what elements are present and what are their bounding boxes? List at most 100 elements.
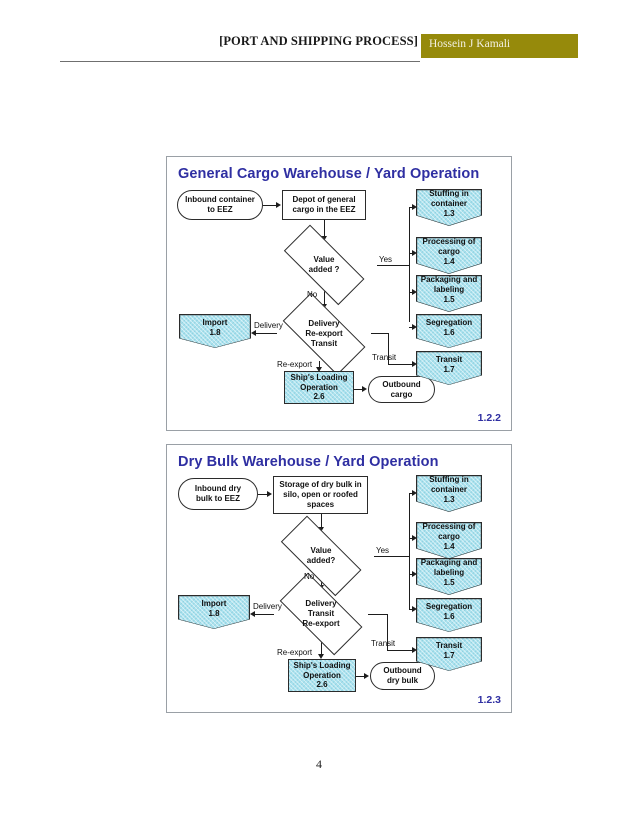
arrowhead xyxy=(412,535,417,541)
node-line: Outbound xyxy=(383,666,422,676)
node-line: Operation xyxy=(300,382,338,392)
connector-yes-to-stuffing xyxy=(409,207,414,209)
node-ships-loading-operation: Ship's Loading Operation 2.6 xyxy=(288,659,356,692)
node-stuffing-in-container: Stuffing in container 1.3 xyxy=(416,189,482,226)
node-outbound-cargo: Outbound cargo xyxy=(368,376,435,403)
node-packaging-and-labeling: Packaging and labeling 1.5 xyxy=(416,275,482,312)
node-line: Depot of general xyxy=(292,195,356,205)
connector-storage-to-value xyxy=(321,514,323,529)
node-decision-delivery: Delivery Transit Re-export xyxy=(268,572,374,656)
edge-label-yes: Yes xyxy=(376,546,390,555)
arrowhead xyxy=(412,490,417,496)
node-line: 1.8 xyxy=(208,608,220,618)
node-line: Transit xyxy=(435,354,463,364)
author-name: Hossein J Kamali xyxy=(429,38,511,50)
page-number: 4 xyxy=(316,757,322,771)
connector-yes-to-packaging xyxy=(409,574,414,576)
node-line: 1.5 xyxy=(443,294,455,304)
edge-label-delivery: Delivery xyxy=(254,321,283,330)
node-line: 1.7 xyxy=(443,364,455,374)
arrowhead xyxy=(412,204,417,210)
author-band: Hossein J Kamali xyxy=(421,34,578,58)
connector-ships-to-outbound xyxy=(354,389,363,391)
connector-yes-to-packaging xyxy=(409,292,414,294)
node-line: 2.6 xyxy=(316,680,328,690)
node-line: labeling xyxy=(433,285,465,295)
node-inbound-container: Inbound container to EEZ xyxy=(177,190,263,220)
arrowhead xyxy=(318,654,324,659)
edge-label-transit: Transit xyxy=(372,353,397,362)
figure-dry-bulk: Dry Bulk Warehouse / Yard Operation Inbo… xyxy=(166,444,512,713)
arrowhead xyxy=(316,367,322,372)
node-line: Delivery xyxy=(305,599,337,609)
connector-yes-to-processing xyxy=(409,253,414,255)
node-storage-dry-bulk: Storage of dry bulk in silo, open or roo… xyxy=(273,476,368,514)
node-processing-of-cargo: Processing of cargo 1.4 xyxy=(416,522,482,559)
connector-yes-to-stuffing xyxy=(409,493,414,495)
connector-depot-to-value xyxy=(324,220,326,238)
connector-delivery-to-import xyxy=(255,333,277,335)
node-stuffing-in-container: Stuffing in container 1.3 xyxy=(416,475,482,512)
arrowhead xyxy=(412,647,417,653)
figure-reference: 1.2.2 xyxy=(477,412,501,424)
arrowhead xyxy=(364,673,369,679)
node-line: Packaging and xyxy=(420,275,478,285)
node-line: cargo xyxy=(390,389,413,399)
node-line: Operation xyxy=(303,670,341,680)
node-line: Delivery xyxy=(308,319,340,329)
connector-delivery-transit-h xyxy=(368,614,388,616)
node-line: Transit xyxy=(307,609,335,619)
edge-label-no: No xyxy=(304,572,315,581)
node-decision-delivery: Delivery Re-export Transit xyxy=(271,292,377,376)
node-line: 1.4 xyxy=(443,541,455,551)
node-line: Re-export xyxy=(305,329,343,339)
edge-label-yes: Yes xyxy=(379,255,393,264)
arrowhead xyxy=(362,386,367,392)
node-line: Segregation xyxy=(425,601,473,611)
connector-yes-to-processing xyxy=(409,538,414,540)
edge-label-delivery: Delivery xyxy=(253,602,282,611)
node-line: 1.5 xyxy=(443,577,455,587)
edge-label-transit: Transit xyxy=(371,639,396,648)
node-line: Processing of xyxy=(422,522,476,532)
node-line: cargo xyxy=(438,247,460,257)
node-line: Segregation xyxy=(425,317,473,327)
connector-transit-to-box xyxy=(387,650,413,652)
node-segregation: Segregation 1.6 xyxy=(416,598,482,632)
page-header: [PORT AND SHIPPING PROCESS] Hossein J Ka… xyxy=(0,34,638,64)
node-line: Processing of xyxy=(422,237,476,247)
node-segregation: Segregation 1.6 xyxy=(416,314,482,348)
arrowhead xyxy=(412,361,417,367)
node-line: 2.6 xyxy=(313,392,325,402)
node-line: cargo in the EEZ xyxy=(292,205,356,214)
connector-delivery-to-ships xyxy=(321,641,323,655)
connector-inbound-to-storage xyxy=(258,494,268,496)
node-line: 1.3 xyxy=(443,494,455,504)
node-line: cargo xyxy=(438,532,460,542)
connector-inbound-to-depot xyxy=(263,205,277,207)
connector-delivery-transit-v xyxy=(387,614,389,651)
node-import: Import 1.8 xyxy=(178,595,250,629)
connector-value-yes xyxy=(377,265,410,267)
node-line: Transit xyxy=(435,640,463,650)
arrowhead xyxy=(276,202,281,208)
connector-yes-to-segregation xyxy=(409,609,414,611)
node-line: Ship's Loading xyxy=(293,660,351,670)
node-line: spaces xyxy=(306,499,335,509)
node-decision-value-added: Value added ? xyxy=(271,224,377,306)
node-line: 1.7 xyxy=(443,650,455,660)
node-line: Transit xyxy=(310,338,338,348)
figure-reference: 1.2.3 xyxy=(477,694,501,706)
node-line: added? xyxy=(306,556,336,565)
node-line: labeling xyxy=(433,568,465,578)
arrowhead xyxy=(412,571,417,577)
connector-yes-to-segregation xyxy=(409,327,414,329)
node-line: Import xyxy=(202,317,228,327)
node-line: bulk to EEZ xyxy=(196,494,240,503)
node-line: silo, open or roofed xyxy=(283,490,358,500)
node-line: Value xyxy=(310,546,332,556)
node-line: Value xyxy=(313,255,335,265)
connector-transit-to-box xyxy=(388,364,413,366)
connector-value-no xyxy=(324,290,326,306)
arrowhead xyxy=(250,611,255,617)
